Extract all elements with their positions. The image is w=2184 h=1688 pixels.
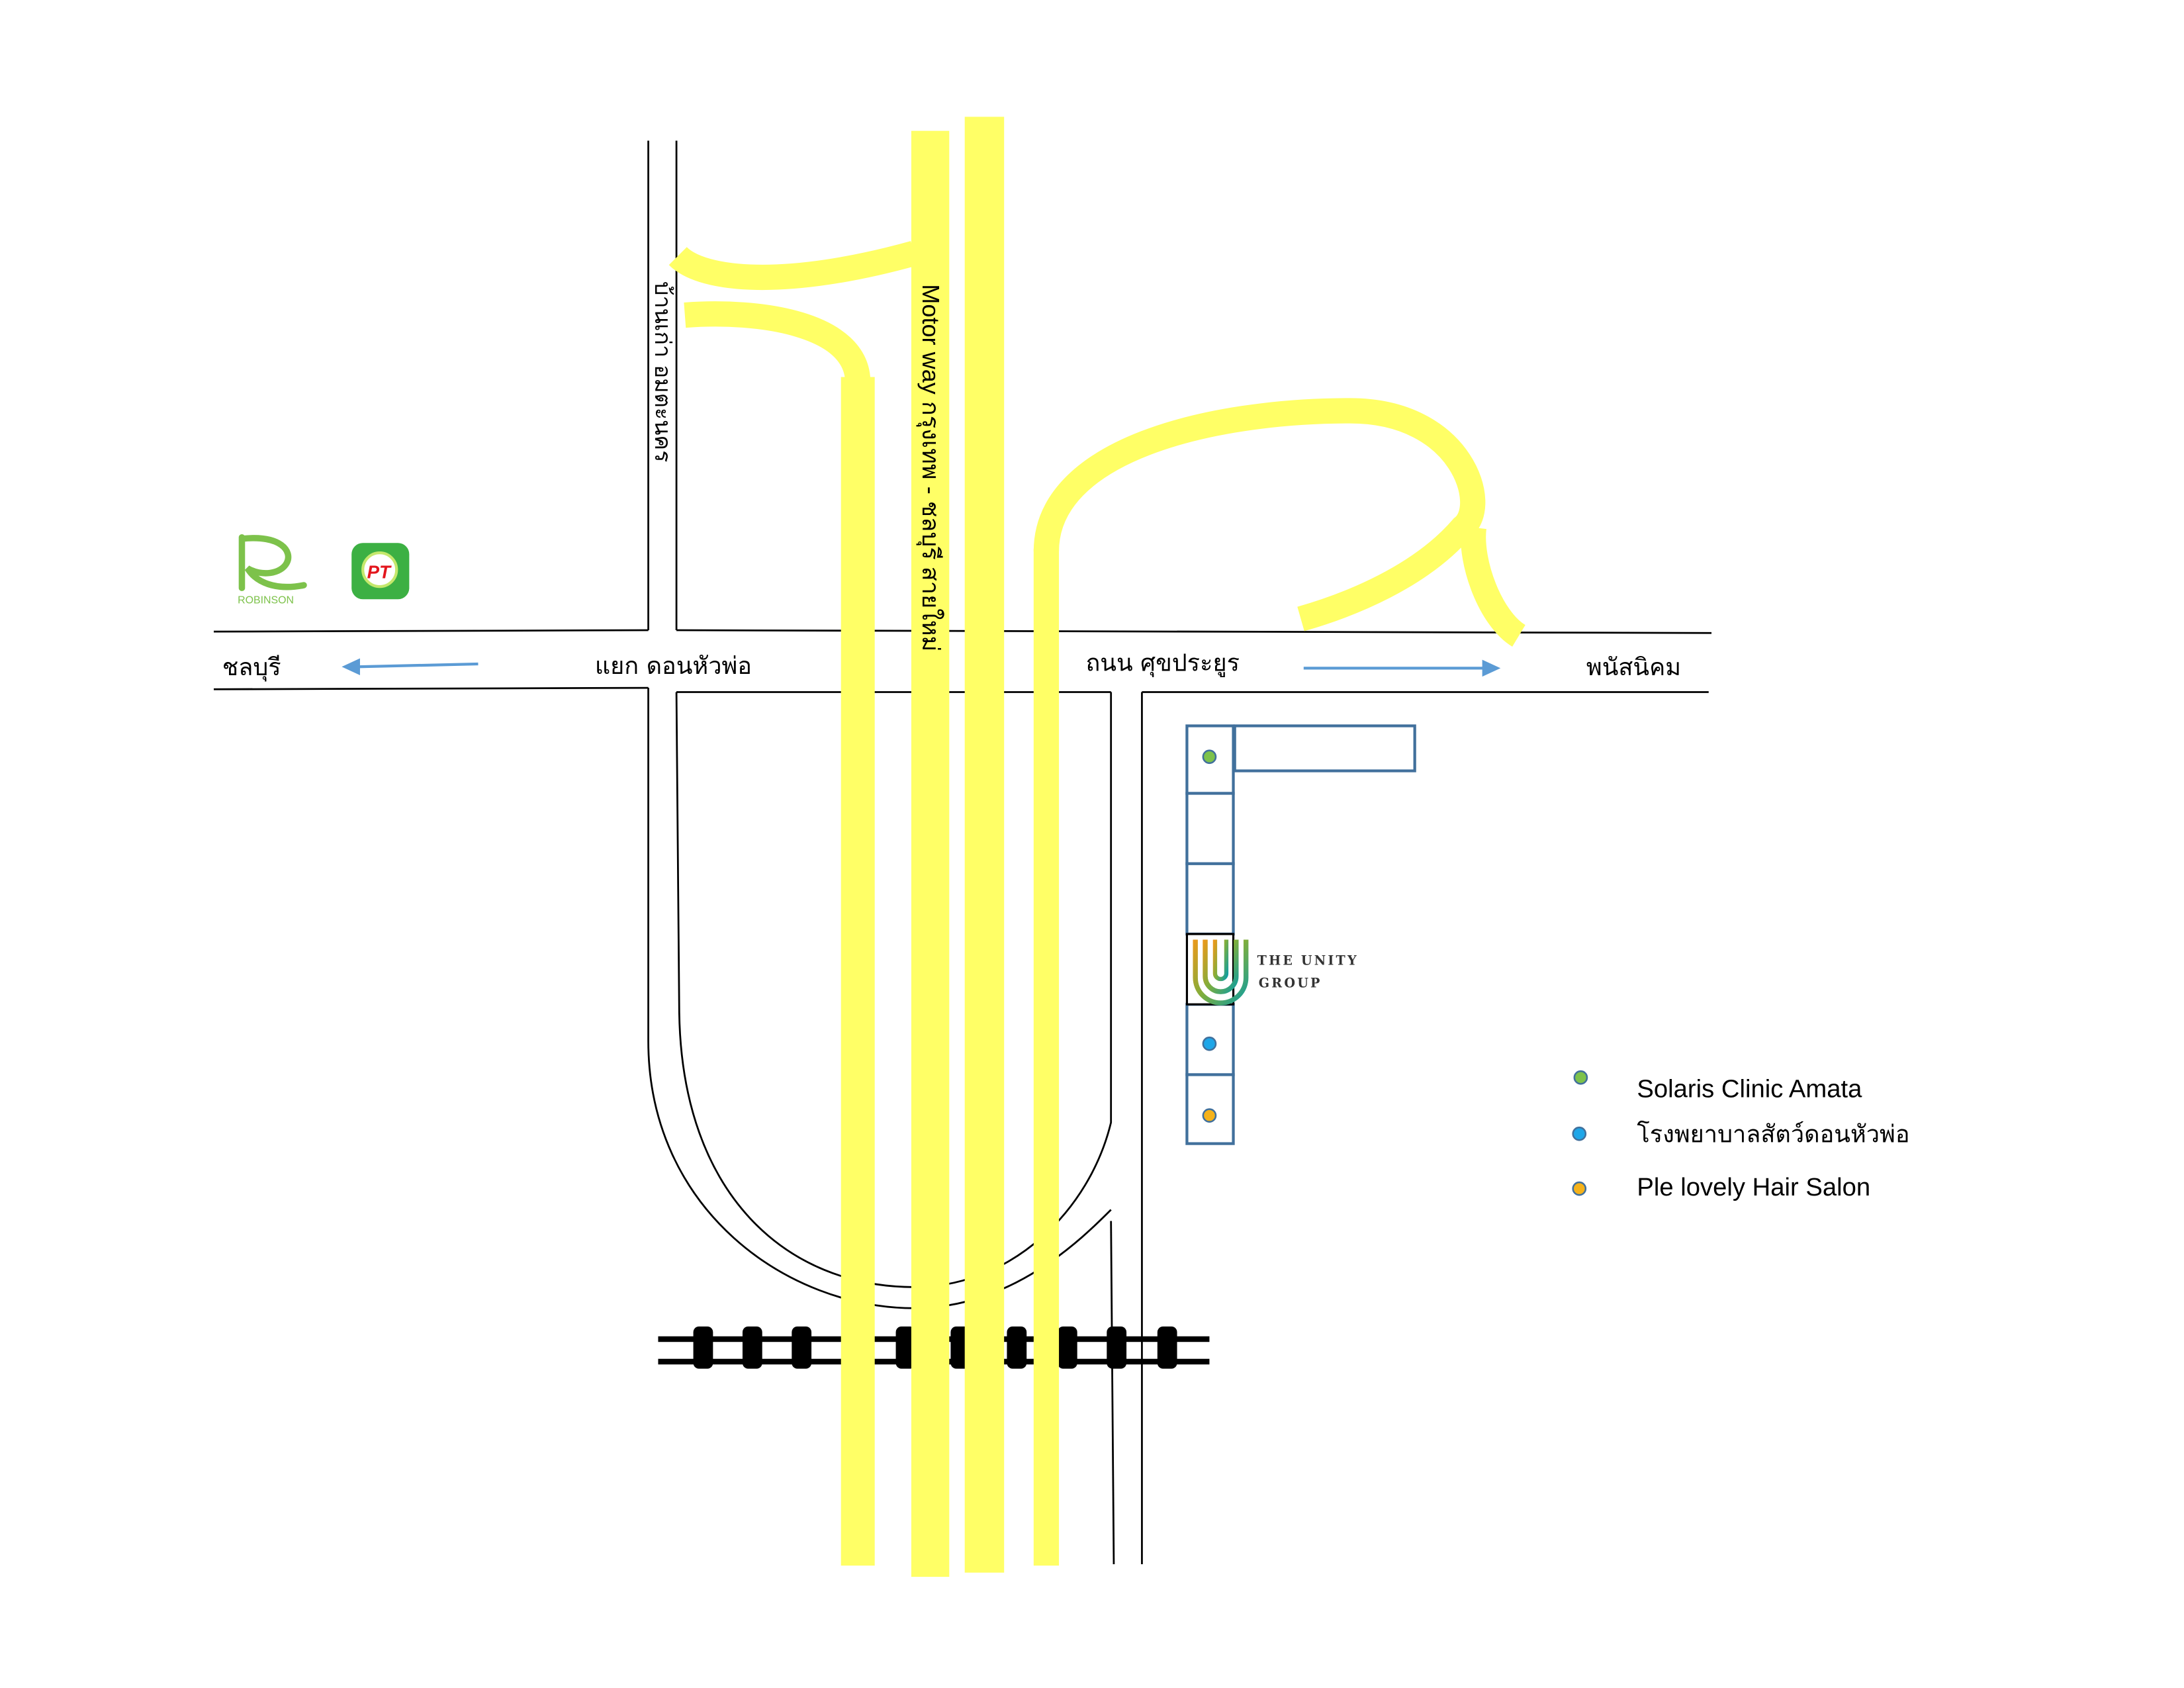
legend-label: Solaris Clinic Amata [1637,1074,1862,1103]
right-arrow [1303,659,1501,677]
robinson-logo: ROBINSON [238,534,307,606]
robinson-r-mark [238,534,307,592]
motorway-ramps [668,241,1526,647]
svg-text:PT: PT [367,561,392,582]
legend-dot-green [1573,1070,1588,1085]
legend-label: Ple lovely Hair Salon [1637,1173,1870,1201]
left-arrow [341,658,478,676]
side-road-label: บ้านเก่า อมตะนคร [649,281,676,462]
svg-text:ROBINSON: ROBINSON [238,595,294,606]
svg-text:GROUP: GROUP [1259,976,1322,991]
intersection-label: แยก ดอนหัวพ่อ [595,651,752,680]
left-direction-label: ชลบุรี [222,653,281,682]
motorway-label: Motor way กรุงเทพ - ชลบุรี สายใหม่ [916,284,944,651]
legend-label: โรงพยาบาลสัตว์ดอนหัวพ่อ [1637,1119,1909,1148]
hair-salon-marker[interactable] [1202,1108,1217,1123]
motorway [841,117,1060,1577]
legend-dot-orange [1572,1181,1587,1196]
right-direction-label: พนัสนิคม [1586,653,1681,681]
pt-logo: PT [351,543,410,600]
unity-group-logo: THE UNITY GROUP [1193,939,1359,1006]
legend-dot-blue [1572,1126,1587,1141]
svg-text:THE UNITY: THE UNITY [1257,953,1359,968]
solaris-clinic-marker[interactable] [1202,749,1217,765]
legend: Solaris Clinic Amata โรงพยาบาลสัตว์ดอนหั… [1572,1070,1910,1201]
main-road-label: ถนน ศุขประยูร [1085,649,1240,678]
animal-hospital-marker[interactable] [1202,1036,1217,1051]
